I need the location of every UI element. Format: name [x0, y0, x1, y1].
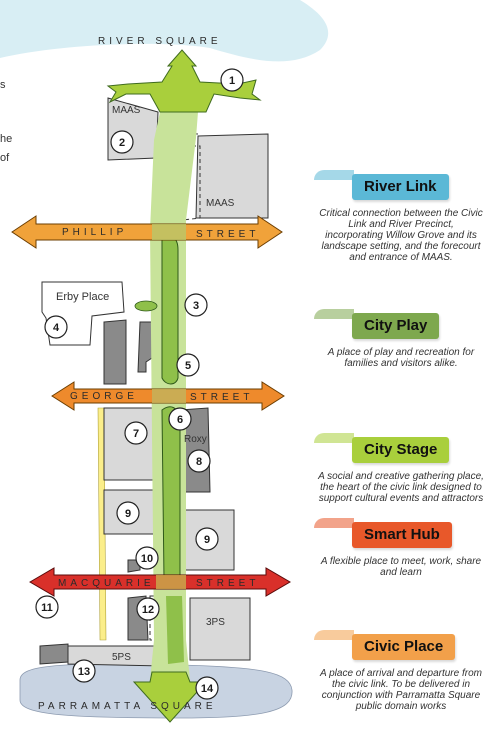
dark-building-5ps: [39, 643, 69, 665]
phillip-crossing: [152, 224, 186, 240]
legend-river-link: River Link Critical connection between t…: [314, 170, 484, 263]
svg-text:12: 12: [142, 604, 154, 616]
marker-11: 11: [35, 595, 59, 619]
svg-text:2: 2: [119, 137, 125, 149]
george-crossing: [152, 389, 186, 403]
civic-link-garden-lower: [161, 406, 181, 588]
legend-civic-place-desc: A place of arrival and departure from th…: [320, 668, 482, 712]
marker-9-right: 9: [195, 527, 219, 551]
side-text-1: s: [0, 79, 6, 91]
legend-smart-hub-desc: A flexible place to meet, work, share an…: [320, 556, 482, 578]
dark-building-b: [137, 321, 153, 373]
civic-link-garden-south: [166, 596, 184, 664]
legend-river-link-title: River Link: [314, 170, 449, 200]
marker-6: 6: [168, 407, 192, 431]
marker-10: 10: [135, 546, 159, 570]
legend-river-link-desc: Critical connection between the Civic Li…: [319, 208, 483, 263]
svg-text:14: 14: [201, 683, 214, 695]
play-lawn: [134, 300, 158, 312]
svg-text:8: 8: [196, 456, 202, 468]
macquarie-crossing: [156, 575, 186, 589]
legend-city-play-title: City Play: [313, 309, 440, 339]
svg-text:10: 10: [141, 553, 153, 565]
phillip-street-label-right: STREET: [196, 229, 259, 240]
marker-2: 2: [110, 130, 134, 154]
erby-place-label: Erby Place: [56, 291, 109, 303]
svg-text:7: 7: [133, 428, 139, 440]
macquarie-street-label-right: STREET: [196, 578, 259, 589]
legend-city-play-desc: A place of play and recreation for famil…: [327, 347, 475, 369]
river-square-label: RIVER SQUARE: [98, 36, 222, 47]
marker-1: 1: [220, 68, 244, 92]
3ps-label: 3PS: [206, 617, 225, 628]
legend-smart-hub: Smart Hub A flexible place to meet, work…: [314, 518, 484, 578]
legend-city-stage: City Stage A social and creative gatheri…: [313, 433, 484, 504]
legend-city-stage-title: City Stage: [313, 433, 450, 463]
5ps-label: 5PS: [112, 652, 131, 663]
legend-civic-place-title: Civic Place: [313, 630, 456, 660]
river-link-arrows: [106, 49, 262, 113]
phillip-street-arrow: [11, 215, 283, 249]
civic-link-garden: [161, 236, 179, 385]
marker-13: 13: [72, 659, 96, 683]
river-area: [0, 0, 329, 62]
svg-text:9: 9: [204, 534, 210, 546]
marker-5: 5: [176, 353, 200, 377]
maas-label-lower: MAAS: [206, 198, 235, 209]
svg-text:3: 3: [193, 300, 199, 312]
george-street-label-left: GEORGE: [70, 391, 138, 402]
marker-12: 12: [136, 597, 160, 621]
dark-building-a: [103, 319, 127, 385]
macquarie-street-label-left: MACQUARIE: [58, 578, 155, 589]
svg-text:11: 11: [41, 602, 53, 614]
side-text-3: of: [0, 152, 10, 164]
svg-text:1: 1: [229, 75, 235, 87]
svg-text:5: 5: [185, 360, 191, 372]
marker-14: 14: [195, 676, 219, 700]
maas-building-lower: [195, 133, 269, 219]
svg-text:13: 13: [78, 666, 90, 678]
buildings: [103, 97, 269, 661]
george-street-label-right: STREET: [190, 392, 253, 403]
phillip-street-label-left: PHILLIP: [62, 227, 127, 238]
svg-text:6: 6: [177, 414, 183, 426]
maas-label-top: MAAS: [112, 105, 141, 116]
marker-3: 3: [184, 293, 208, 317]
roxy-label: Roxy: [184, 434, 207, 445]
legend-smart-hub-title: Smart Hub: [314, 518, 452, 548]
side-text-2: he: [0, 133, 12, 145]
marker-4: 4: [44, 315, 68, 339]
marker-7: 7: [124, 421, 148, 445]
block-7: [103, 407, 157, 481]
svg-text:9: 9: [125, 508, 131, 520]
marker-9-left: 9: [116, 501, 140, 525]
marker-8: 8: [187, 449, 211, 473]
svg-text:4: 4: [53, 322, 60, 334]
civic-place-arrow: [132, 671, 208, 723]
block-3ps: [189, 597, 251, 661]
legend-city-stage-desc: A social and creative gathering place, t…: [318, 471, 484, 504]
markers: 1 2 3 4 5 6 7 8 9 9 10 11 12 13 14: [35, 68, 244, 700]
legend-city-play: City Play A place of play and recreation…: [313, 309, 484, 369]
parramatta-square-label: PARRAMATTA SQUARE: [38, 701, 217, 712]
legend-civic-place: Civic Place A place of arrival and depar…: [313, 630, 484, 712]
